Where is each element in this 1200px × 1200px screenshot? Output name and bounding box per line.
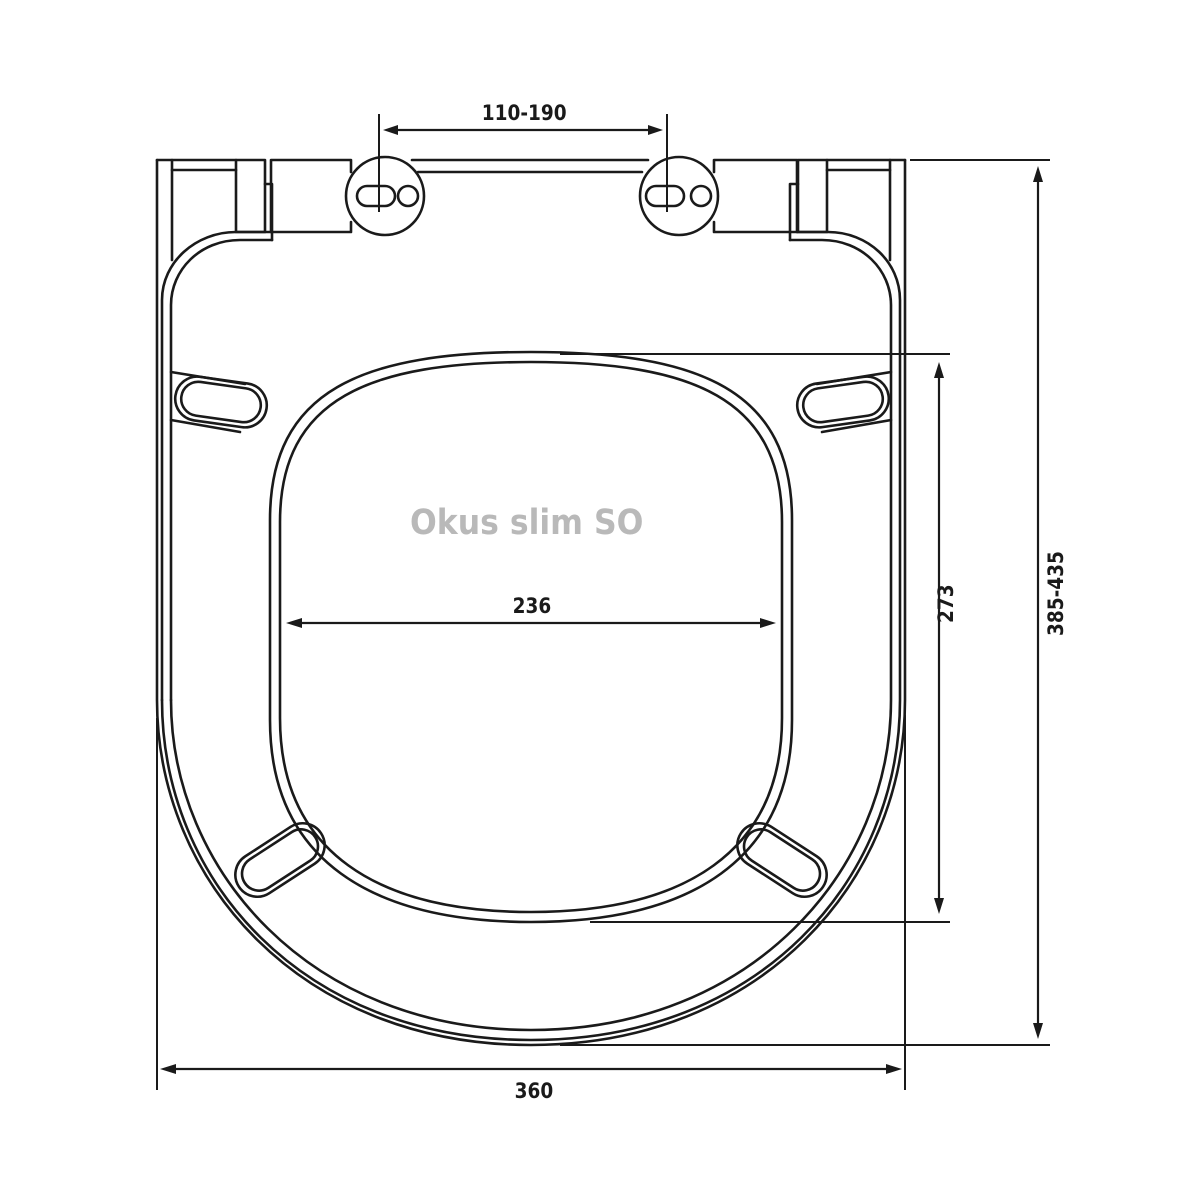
- overall-length-label: 385-435: [1044, 551, 1068, 636]
- left-hinge: [234, 155, 426, 242]
- seat-opening: [268, 350, 794, 924]
- bumper-top-left: [169, 370, 269, 434]
- inner-length-label: 273: [934, 584, 958, 623]
- hinge-spacing-label: 110-190: [481, 101, 567, 125]
- overall-width-label: 360: [514, 1079, 554, 1103]
- inner-width-label: 236: [512, 594, 552, 618]
- hinge-bar: [410, 158, 650, 174]
- inner-width-dimension: [286, 618, 776, 628]
- overall-length-dimension: [560, 159, 1050, 1046]
- inner-length-dimension: [560, 353, 950, 923]
- overall-width-dimension: [156, 715, 906, 1090]
- model-title: Okus slim SO: [409, 503, 644, 543]
- bumper-bottom-right: [736, 821, 828, 899]
- seat-outline: [155, 158, 907, 1047]
- bumper-top-right: [795, 370, 893, 434]
- bumper-bottom-left: [234, 821, 326, 899]
- right-hinge: [638, 155, 829, 242]
- hinge-spacing-dimension: [378, 114, 668, 212]
